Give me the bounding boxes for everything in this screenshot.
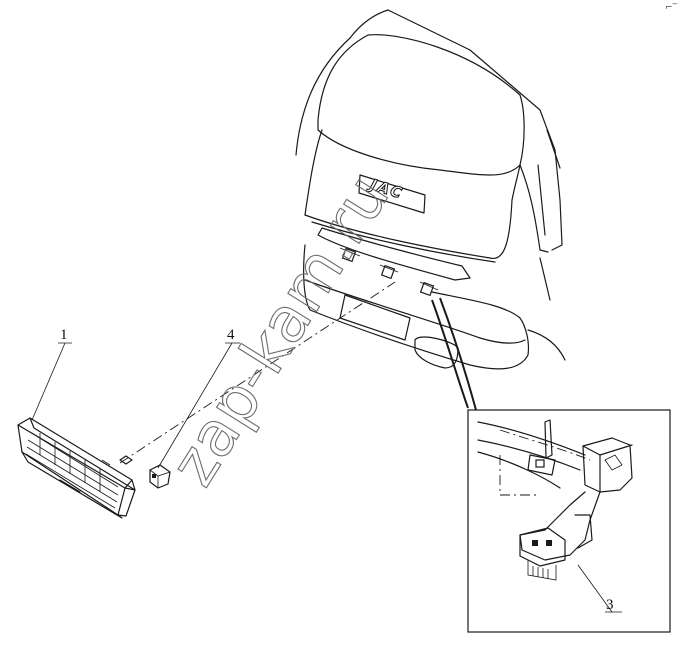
callout-leader-4 [157, 342, 240, 469]
alignment-centerline [119, 281, 396, 464]
callout-4: 4 [227, 327, 235, 343]
callout-1: 1 [60, 327, 68, 343]
detail-inset [467, 409, 671, 633]
grille-mounting-bracket [149, 464, 171, 489]
grille-stud [101, 455, 133, 466]
watermark: zap-kam.ru [156, 162, 403, 497]
callout-leader-1 [31, 342, 72, 421]
truck-cab [295, 9, 566, 411]
corner-mark: ⌐‾ [665, 3, 678, 13]
radiator-grille [17, 417, 136, 519]
callout-3: 3 [606, 597, 614, 613]
